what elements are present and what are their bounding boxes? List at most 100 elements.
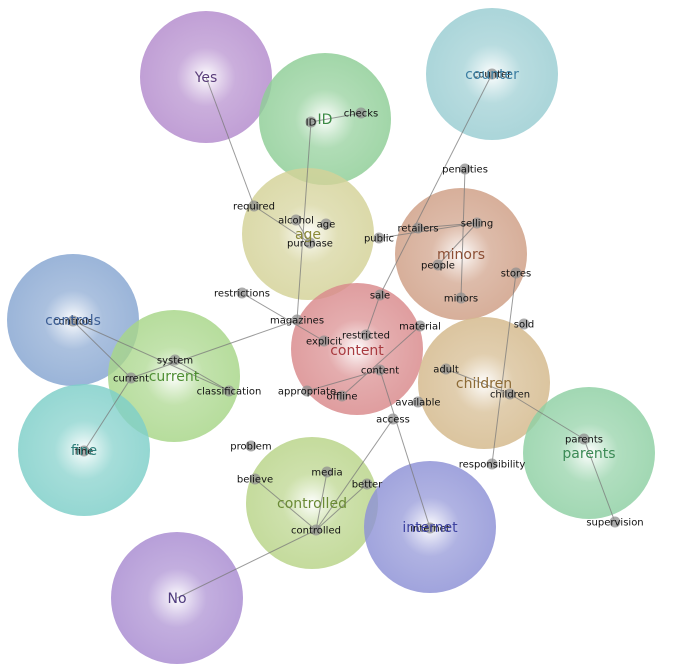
word-node-controls[interactable] [67, 315, 79, 327]
word-node-classification[interactable] [223, 385, 235, 397]
cluster-current-circle[interactable] [108, 310, 240, 442]
word-node-offline[interactable] [336, 390, 348, 402]
word-node-people[interactable] [432, 259, 444, 271]
cluster-age-circle[interactable] [242, 168, 374, 300]
word-label-parents: parents [565, 435, 603, 446]
word-label-checks: checks [344, 109, 379, 120]
word-node-media[interactable] [321, 466, 333, 478]
link-w_adult-w_children [445, 368, 511, 395]
word-label-age: age [317, 220, 336, 231]
word-node-believe[interactable] [249, 473, 261, 485]
word-label-controlled: controlled [291, 526, 341, 537]
link-w_retailers-w_selling [417, 222, 478, 229]
word-node-checks[interactable] [355, 107, 367, 119]
word-label-penalties: penalties [442, 165, 488, 176]
word-node-appropriate[interactable] [301, 385, 313, 397]
word-label-explicit: explicit [306, 337, 342, 348]
word-label-internet: internet [410, 524, 450, 535]
word-label-public: public [364, 234, 394, 245]
word-node-children[interactable] [504, 388, 516, 400]
word-node-fine[interactable] [78, 445, 90, 457]
cluster-content-circle[interactable] [291, 283, 423, 415]
cluster-fine-label: fine [71, 443, 97, 459]
cluster-controls-label: controls [45, 313, 101, 329]
word-label-sale: sale [370, 291, 390, 302]
word-label-fine: fine [75, 447, 94, 458]
cluster-label-layer: YesIDcounterageminorscontrolscurrentcont… [45, 67, 616, 607]
word-node-available[interactable] [412, 396, 424, 408]
word-node-better[interactable] [361, 478, 373, 490]
node-layer [67, 68, 621, 536]
word-node-system[interactable] [169, 354, 181, 366]
word-label-better: better [352, 480, 383, 491]
word-node-internet[interactable] [424, 522, 436, 534]
word-label-problem: problem [230, 442, 271, 453]
word-label-ID: ID [306, 118, 317, 129]
link-w_content-w_appropriate [306, 369, 381, 392]
word-label-classification: classification [197, 387, 262, 398]
word-node-purchase[interactable] [304, 237, 316, 249]
word-node-magazines[interactable] [291, 314, 303, 326]
word-label-magazines: magazines [270, 316, 324, 327]
cluster-current-label: current [149, 369, 200, 385]
word-node-content[interactable] [374, 364, 386, 376]
word-label-sold: sold [514, 320, 534, 331]
word-node-explicit[interactable] [318, 335, 330, 347]
word-node-adult[interactable] [440, 363, 452, 375]
word-node-required[interactable] [248, 200, 260, 212]
word-node-controlled[interactable] [310, 524, 322, 536]
link-w_current-w_fine [83, 377, 132, 452]
word-node-restrictions[interactable] [236, 287, 248, 299]
word-node-material[interactable] [414, 320, 426, 332]
word-label-restricted: restricted [342, 331, 390, 342]
word-label-selling: selling [461, 219, 493, 230]
cluster-minors-label: minors [437, 247, 485, 263]
word-node-access[interactable] [387, 413, 399, 425]
link-w_controls-w_classification [72, 320, 230, 392]
word-label-controls: controls [53, 317, 93, 328]
word-node-sold[interactable] [518, 318, 530, 330]
word-node-supervision[interactable] [609, 516, 621, 528]
cluster-internet-label: internet [402, 520, 458, 536]
word-node-stores[interactable] [510, 267, 522, 279]
word-label-access: access [376, 415, 410, 426]
word-node-alcohol[interactable] [290, 214, 302, 226]
word-label-retailers: retailers [397, 224, 438, 235]
word-node-restricted[interactable] [360, 329, 372, 341]
word-node-age[interactable] [320, 218, 332, 230]
cluster-minors-circle[interactable] [395, 188, 527, 320]
cluster-age-label: age [295, 227, 321, 243]
word-node-current[interactable] [125, 372, 137, 384]
link-w_parents-w_supervision [583, 438, 616, 523]
link-w_penalties-w_minors [460, 168, 466, 299]
word-label-current: current [113, 374, 149, 385]
word-node-responsibility[interactable] [486, 458, 498, 470]
word-label-available: available [395, 398, 440, 409]
word-node-retailers[interactable] [412, 222, 424, 234]
word-node-ID[interactable] [305, 116, 317, 128]
word-node-minors[interactable] [455, 292, 467, 304]
link-w_required-w_purchase [253, 205, 311, 244]
link-w_selling-w_people [437, 222, 478, 266]
word-node-parents[interactable] [578, 433, 590, 445]
word-node-penalties[interactable] [459, 163, 471, 175]
cluster-id-label: ID [318, 112, 333, 128]
cluster-children-circle[interactable] [418, 317, 550, 449]
cluster-controlled-label: controlled [277, 496, 347, 512]
word-node-selling[interactable] [471, 217, 483, 229]
link-w_controlled-no [176, 529, 317, 599]
cluster-no-label: No [167, 591, 186, 607]
word-node-counter[interactable] [486, 68, 498, 80]
word-node-problem[interactable] [245, 440, 257, 452]
cluster-parents-label: parents [562, 446, 615, 462]
word-label-system: system [157, 356, 193, 367]
word-node-sale[interactable] [374, 289, 386, 301]
cluster-controlled-circle[interactable] [246, 437, 378, 569]
word-label-content: content [361, 366, 399, 377]
link-w_magazines-w_current [130, 319, 298, 379]
word-node-public[interactable] [373, 232, 385, 244]
word-label-offline: offline [326, 392, 357, 403]
link-w_children-w_parents [509, 393, 585, 440]
